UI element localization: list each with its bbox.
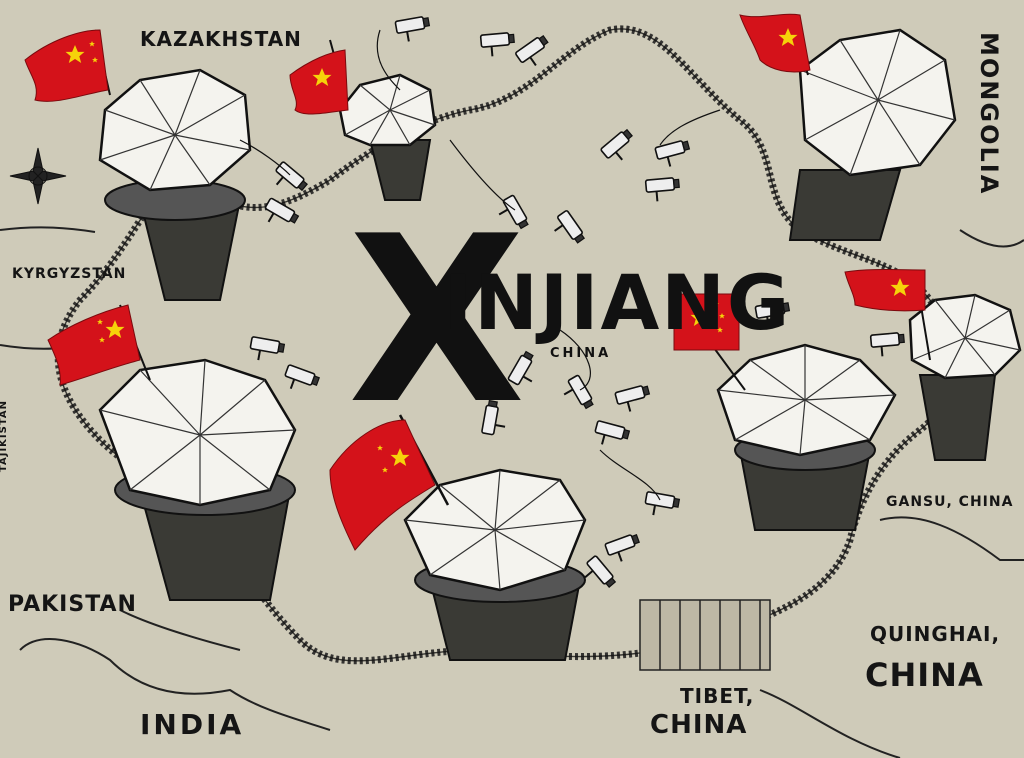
watchtower-icon (98, 358, 297, 601)
label-india: INDIA (140, 708, 245, 741)
country-borders (0, 226, 1024, 758)
label-tibet-country: CHINA (650, 710, 748, 740)
label-kyrgyzstan: KYRGYZSTAN (12, 266, 127, 282)
flag-icon (24, 29, 111, 102)
label-quinghai-country: CHINA (865, 656, 984, 694)
watchtower-icon (908, 293, 1022, 461)
title-x: X (348, 188, 526, 455)
label-gansu: GANSU, CHINA (886, 494, 1014, 510)
label-quinghai: QUINGHAI, (870, 622, 1001, 646)
watchtower-icon (403, 468, 587, 661)
flag-icon (329, 414, 450, 551)
label-mongolia: MONGOLIA (975, 32, 1003, 196)
label-pakistan: PAKISTAN (8, 592, 137, 617)
flag-icon (289, 39, 349, 115)
compass-rose-icon (9, 147, 67, 205)
title-subtitle: CHINA (550, 346, 612, 361)
flag-icon (673, 293, 746, 391)
flag-icon (739, 13, 811, 76)
watchtower-icon (716, 343, 897, 531)
watchtower-icon (338, 73, 437, 201)
label-tibet: TIBET, (680, 684, 755, 708)
flag-icon (844, 269, 931, 361)
title-rest: INJIANG (444, 258, 792, 347)
main-title: X INJIANG CHINA (348, 207, 789, 437)
watchtower-icon (98, 68, 252, 301)
label-kazakhstan: KAZAKHSTAN (140, 27, 302, 51)
label-tajikistan: TAJIKISTAN (0, 400, 9, 473)
flag-icon (47, 304, 151, 386)
fence-gate (639, 599, 771, 671)
watchtower-icon (788, 28, 957, 241)
